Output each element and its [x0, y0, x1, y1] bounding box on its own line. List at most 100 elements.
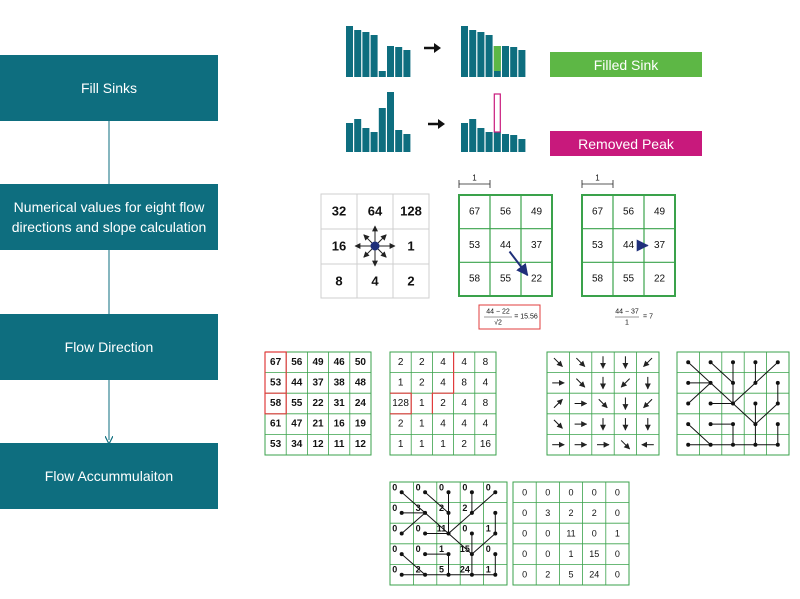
- grid-cell: 128: [392, 398, 409, 409]
- grid-cell: 0: [592, 487, 597, 497]
- flow-link: [424, 512, 449, 534]
- grid-cell: 0: [545, 487, 550, 497]
- network-label: 0: [392, 503, 397, 513]
- network-label: 3: [416, 503, 421, 513]
- network-label: 1: [486, 565, 491, 575]
- grid-cell: 38: [334, 377, 346, 388]
- slope-cell: 55: [623, 274, 635, 285]
- formula-result: = 7: [643, 314, 653, 321]
- flow-node: [493, 490, 498, 495]
- grid-cell: 16: [480, 439, 492, 450]
- formula-result: = 15.56: [514, 314, 538, 321]
- flow-node: [775, 401, 780, 406]
- flow-node: [469, 531, 474, 536]
- slope-cell: 37: [531, 240, 543, 251]
- flow-node: [446, 531, 451, 536]
- watershed-outline: [390, 392, 412, 415]
- flow-node: [469, 490, 474, 495]
- profile-bar: [362, 128, 370, 152]
- network-label: 15: [460, 544, 470, 554]
- slope-cell: 56: [500, 206, 512, 217]
- profile-bar: [395, 47, 403, 77]
- filled-sink-mark: [493, 46, 501, 71]
- grid-cell: 47: [291, 419, 303, 430]
- direction-code: 2: [407, 274, 414, 289]
- direction-code: 128: [400, 204, 422, 219]
- grid-cell: 0: [592, 529, 597, 539]
- profile-bar: [485, 35, 493, 77]
- grid-cell: 0: [522, 549, 527, 559]
- grid-cell: 34: [291, 439, 303, 450]
- grid-cell: 1: [419, 439, 425, 450]
- flow-node: [775, 442, 780, 447]
- network-label: 11: [437, 524, 447, 534]
- profile-bar: [378, 71, 386, 77]
- grid-cell: 16: [334, 419, 346, 430]
- flow-node: [731, 360, 735, 365]
- network-label: 0: [416, 482, 421, 492]
- flow-node: [708, 442, 713, 447]
- grid-cell: 21: [312, 419, 324, 430]
- network-label: 2: [439, 503, 444, 513]
- sink-arrow-icon: [424, 43, 441, 53]
- flow-node: [399, 490, 404, 495]
- profile-bar: [387, 92, 394, 152]
- flow-link: [471, 533, 496, 555]
- profile-bar: [502, 46, 509, 77]
- direction-code: 64: [368, 204, 383, 219]
- flow-node: [731, 442, 735, 447]
- flow-node: [686, 360, 691, 365]
- removed-peak-label: Removed Peak: [550, 131, 702, 156]
- grid-cell: 2: [398, 357, 404, 368]
- grid-cell: 48: [355, 377, 367, 388]
- sink-profile-before: [346, 26, 411, 77]
- network-label: 0: [462, 524, 467, 534]
- network-label: 2: [416, 565, 421, 575]
- direction-code: 16: [332, 239, 346, 254]
- grid-cell: 67: [270, 357, 282, 368]
- step-flow-codes: Numerical values for eight flow directio…: [0, 184, 218, 250]
- grid-cell: 53: [270, 377, 282, 388]
- network-label: 0: [392, 565, 397, 575]
- peak-arrow-icon: [428, 119, 445, 129]
- flow-node: [686, 380, 691, 385]
- profile-bar: [485, 132, 493, 152]
- flow-node: [775, 422, 780, 427]
- grid-cell: 15: [589, 549, 599, 559]
- step-flow-direction: Flow Direction: [0, 314, 218, 380]
- flow-node: [446, 510, 451, 515]
- slope-cell: 37: [654, 240, 666, 251]
- network-label: 1: [439, 544, 444, 554]
- grid-cell: 1: [419, 398, 425, 409]
- grid-cell: 4: [483, 419, 489, 430]
- grid-cell: 19: [355, 419, 367, 430]
- grid-cell: 1: [398, 377, 404, 388]
- flow-link: [448, 533, 473, 555]
- grid-cell: 2: [545, 570, 550, 580]
- profile-bar: [510, 47, 518, 77]
- grid-cell: 0: [615, 570, 620, 580]
- flow-node: [731, 380, 735, 385]
- flow-node: [423, 552, 428, 557]
- profile-bar: [493, 132, 501, 152]
- watershed-outline: [265, 351, 287, 394]
- direction-code: 1: [407, 239, 414, 254]
- grid-cell: 0: [522, 508, 527, 518]
- network-label: 0: [392, 524, 397, 534]
- network-label: 0: [416, 524, 421, 534]
- flow-arrow-icon: [553, 398, 563, 409]
- grid-cell: 1: [440, 439, 446, 450]
- profile-bar: [461, 123, 468, 152]
- grid-cell: 61: [270, 419, 282, 430]
- network-label: 5: [439, 565, 444, 575]
- flow-node: [399, 572, 404, 577]
- flow-node: [753, 422, 758, 427]
- slope-cell: 44: [623, 240, 635, 251]
- flow-node: [399, 552, 404, 557]
- grid-cell: 0: [615, 549, 620, 559]
- grid-cell: 44: [291, 377, 303, 388]
- profile-bar: [477, 32, 485, 77]
- grid-cell: 1: [615, 529, 620, 539]
- flow-node: [708, 422, 713, 427]
